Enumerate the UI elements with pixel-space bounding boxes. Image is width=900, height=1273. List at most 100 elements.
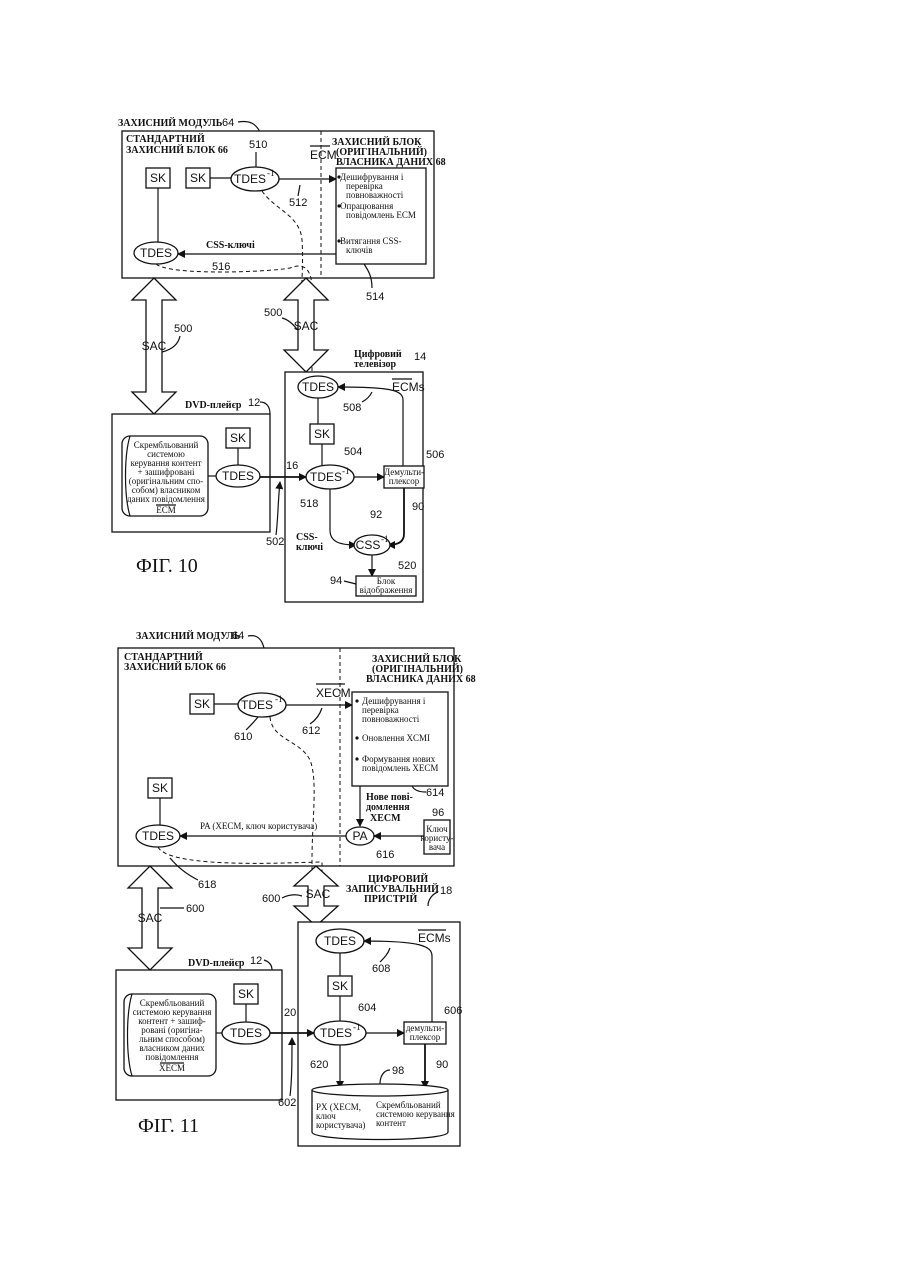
fig11-rec-tdes-label: TDES xyxy=(324,934,356,948)
fig11-ref-64: 64 xyxy=(232,630,244,642)
fig11-tdes-inv-label: TDES xyxy=(241,698,273,712)
fig11-ref-20: 20 xyxy=(284,1007,296,1019)
fig10-caption: ФІГ. 10 xyxy=(136,555,198,577)
fig11-ref-608: 608 xyxy=(372,963,390,975)
fig11-new-msg-label-3: XECM xyxy=(370,813,401,824)
fig11-pa-label: PA xyxy=(352,829,367,843)
fig10-bullet-1c: повноважності xyxy=(346,190,404,200)
fig10-dvd-label: DVD-плейєр xyxy=(185,400,242,411)
fig10-ref-12: 12 xyxy=(248,397,260,409)
fig11-ref-616: 616 xyxy=(376,849,394,861)
fig11-ref-18: 18 xyxy=(440,885,452,897)
fig11-ref-98: 98 xyxy=(392,1065,404,1077)
fig10-bullet-dot-1 xyxy=(337,175,340,178)
fig11-ref-602: 602 xyxy=(278,1097,296,1109)
fig11-ref-620: 620 xyxy=(310,1059,328,1071)
fig11-disk-text-7: повідомлення xyxy=(146,1052,199,1062)
fig11-ref-12-leader xyxy=(264,960,272,970)
fig11-dvd-sk-label: SK xyxy=(238,987,254,1001)
fig10-sac-right-label: SAC xyxy=(294,319,319,333)
fig11-dvd-tdes-label: TDES xyxy=(230,1026,262,1040)
fig10-css-inv-sup: -1 xyxy=(381,534,389,544)
fig10-display-label-2: відображення xyxy=(360,585,413,595)
fig11-ref-96: 96 xyxy=(432,807,444,819)
fig10-dvd-sk-label: SK xyxy=(230,431,246,445)
fig11-xecm-label: XECM xyxy=(316,686,351,700)
fig10-bullet-dot-2 xyxy=(337,204,340,207)
fig10-bullet-2b: повідомлень ECM xyxy=(346,210,416,220)
fig11-tdes-inv-sup: -1 xyxy=(275,694,283,704)
fig11-rec-sk-label: SK xyxy=(332,979,348,993)
fig10-dvd-tdes-label: TDES xyxy=(222,469,254,483)
fig10-ref-92: 92 xyxy=(370,509,382,521)
fig11-sac-right-label: SAC xyxy=(306,887,331,901)
fig10-bullet-dot-3 xyxy=(337,239,340,242)
fig10-ref-512: 512 xyxy=(289,197,307,209)
fig11-dvd-label: DVD-плейєр xyxy=(188,958,245,969)
fig11-ref-90: 90 xyxy=(436,1059,448,1071)
fig10-ref-520: 520 xyxy=(398,560,416,572)
fig10-css-inv-label: CSS xyxy=(356,538,381,552)
fig10-bullet-3b: ключів xyxy=(346,245,373,255)
fig11-rec-tdes-inv-sup: -1 xyxy=(353,1022,361,1032)
fig10-demux-label-2: плексор xyxy=(389,476,420,486)
fig11-new-msg-label-2: домлення xyxy=(366,802,410,813)
fig10-ref-504: 504 xyxy=(344,446,362,458)
fig11-ref-12: 12 xyxy=(250,955,262,967)
fig10-tv-label-2: телевізор xyxy=(354,359,397,370)
fig10-ref-500b: 500 xyxy=(264,307,282,319)
fig10-tdes-label: TDES xyxy=(140,246,172,260)
fig10-module-title: ЗАХИСНИЙ МОДУЛЬ xyxy=(118,117,223,129)
fig10-owner-block-label-3: ВЛАСНИКА ДАНИХ 68 xyxy=(336,157,446,168)
fig11-ref-600b-leader xyxy=(282,895,302,898)
fig11-ref-610: 610 xyxy=(234,731,252,743)
fig10-sac-left-label: SAC xyxy=(142,339,167,353)
fig10-ref-502: 502 xyxy=(266,536,284,548)
fig11-ref-600b: 600 xyxy=(262,893,280,905)
fig10-ref-514: 514 xyxy=(366,291,384,303)
fig11-ref-600a: 600 xyxy=(186,903,204,915)
fig10-ref-508: 508 xyxy=(343,402,361,414)
fig11-sk-label-2: SK xyxy=(152,781,168,795)
fig11-bullet-dot-2 xyxy=(355,736,358,739)
figure-10: ЗАХИСНИЙ МОДУЛЬ 64 СТАНДАРТНИЙ ЗАХИСНИЙ … xyxy=(112,117,446,602)
fig10-ref-94: 94 xyxy=(330,575,342,587)
fig11-storage-top xyxy=(312,1084,448,1096)
fig11-ref-64-leader xyxy=(248,636,264,648)
fig10-tv-tdes-inv-label: TDES xyxy=(310,470,342,484)
fig11-sk-label-1: SK xyxy=(194,697,210,711)
fig11-ref-604: 604 xyxy=(358,1002,376,1014)
fig11-sac-left-label: SAC xyxy=(138,911,163,925)
fig11-px-label-3: користувача) xyxy=(316,1120,365,1130)
fig10-ref-516: 516 xyxy=(212,261,230,273)
fig10-ref-506: 506 xyxy=(426,449,444,461)
fig11-userkey-label-3: вача xyxy=(429,842,445,852)
fig10-ref-14: 14 xyxy=(414,351,426,363)
fig11-bullet-1c: повноважності xyxy=(362,714,420,724)
fig11-scr-label-3: контент xyxy=(376,1118,406,1128)
fig11-demux-label-2: плексор xyxy=(410,1032,441,1042)
fig10-tv-tdes-label: TDES xyxy=(302,380,334,394)
fig10-tdes-inv-sup: -1 xyxy=(267,168,275,178)
fig11-pa-text: PA (XECM, ключ користувача) xyxy=(200,821,317,831)
fig10-ecm-label: ECM xyxy=(310,148,337,162)
fig11-ref-606: 606 xyxy=(444,1005,462,1017)
fig11-ref-612: 612 xyxy=(302,725,320,737)
fig10-ref-12-leader xyxy=(260,402,270,414)
fig11-module-title: ЗАХИСНИЙ МОДУЛЬ xyxy=(136,630,241,642)
fig11-ref-614: 614 xyxy=(426,787,444,799)
figure-11: ЗАХИСНИЙ МОДУЛЬ 64 СТАНДАРТНИЙ ЗАХИСНИЙ … xyxy=(116,630,476,1146)
fig11-rec-tdes-inv-label: TDES xyxy=(320,1026,352,1040)
fig11-disk-text-8: XECM xyxy=(159,1063,185,1073)
fig10-disk-text-8: ECM xyxy=(156,505,176,515)
fig11-std-block-label-2: ЗАХИСНИЙ БЛОК 66 xyxy=(124,661,226,673)
fig10-std-block-label: СТАНДАРТНИЙ xyxy=(126,133,205,145)
fig11-bullet-dot-3 xyxy=(355,757,358,760)
fig11-rec-label-3: ПРИСТРІЙ xyxy=(364,893,418,905)
fig11-bullet-2: Оновлення XCMI xyxy=(362,733,430,743)
fig10-ref-90: 90 xyxy=(412,501,424,513)
fig10-ref-64: 64 xyxy=(222,117,234,129)
fig10-ref-518: 518 xyxy=(300,498,318,510)
fig11-caption: ФІГ. 11 xyxy=(138,1115,199,1137)
fig11-owner-block-label-3: ВЛАСНИКА ДАНИХ 68 xyxy=(366,674,476,685)
